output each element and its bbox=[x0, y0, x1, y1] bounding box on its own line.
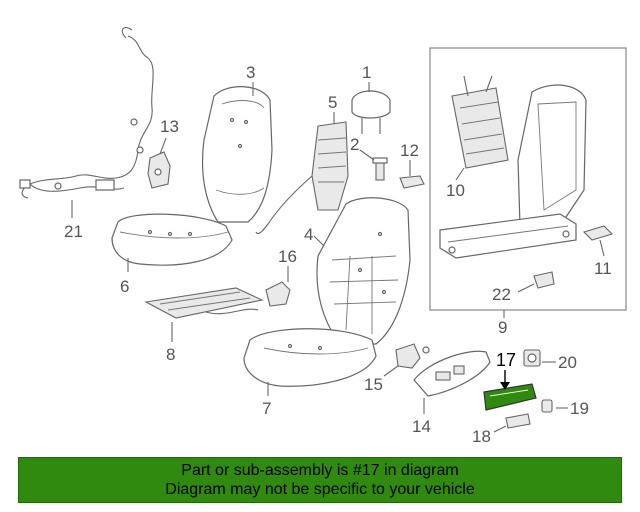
banner-line-2: Diagram may not be specific to your vehi… bbox=[165, 481, 475, 498]
headrest-guide-2 bbox=[372, 157, 388, 181]
cap-19 bbox=[541, 399, 553, 413]
callout-19[interactable]: 19 bbox=[570, 399, 589, 418]
info-banner: Part or sub-assembly is #17 in diagram D… bbox=[18, 457, 622, 503]
callout-20[interactable]: 20 bbox=[558, 353, 577, 372]
seat-frame-assembly-box bbox=[429, 47, 627, 311]
back-panel-10 bbox=[451, 75, 509, 169]
sensor-22 bbox=[533, 271, 555, 289]
bezel-18 bbox=[505, 413, 531, 429]
headrest-1 bbox=[351, 90, 391, 134]
callout-17[interactable]: 17 bbox=[496, 350, 516, 370]
cushion-spring-8 bbox=[144, 287, 264, 319]
callout-21[interactable]: 21 bbox=[64, 222, 83, 241]
seatback-pad-4 bbox=[316, 197, 411, 345]
bracket-15 bbox=[395, 343, 430, 369]
callout-2[interactable]: 2 bbox=[350, 135, 359, 154]
cushion-cover-6 bbox=[111, 213, 233, 266]
bracket-13 bbox=[147, 151, 171, 189]
callout-8[interactable]: 8 bbox=[166, 345, 175, 364]
callout-15[interactable]: 15 bbox=[364, 375, 383, 394]
back-spring-5 bbox=[255, 121, 349, 235]
bracket-16 bbox=[265, 281, 291, 307]
callout-11[interactable]: 11 bbox=[594, 259, 612, 278]
banner-line-1: Part or sub-assembly is #17 in diagram bbox=[181, 462, 459, 479]
callout-1[interactable]: 1 bbox=[362, 63, 371, 82]
callout-12[interactable]: 12 bbox=[400, 141, 419, 160]
side-trim-14 bbox=[413, 350, 491, 397]
wire-harness-21 bbox=[19, 27, 154, 199]
callout-3[interactable]: 3 bbox=[246, 63, 255, 82]
callout-16[interactable]: 16 bbox=[278, 247, 297, 266]
knob-20 bbox=[523, 349, 541, 367]
callout-7[interactable]: 7 bbox=[262, 399, 271, 418]
callout-5[interactable]: 5 bbox=[328, 93, 337, 112]
callout-9[interactable]: 9 bbox=[498, 318, 507, 337]
cover-12 bbox=[399, 175, 425, 189]
callout-4[interactable]: 4 bbox=[304, 225, 313, 244]
cushion-pad-7 bbox=[243, 328, 377, 387]
callout-22[interactable]: 22 bbox=[492, 285, 511, 304]
callout-18[interactable]: 18 bbox=[472, 427, 491, 446]
callout-6[interactable]: 6 bbox=[120, 277, 129, 296]
callout-14[interactable]: 14 bbox=[412, 417, 431, 436]
trim-cover-11 bbox=[582, 225, 614, 241]
callout-10[interactable]: 10 bbox=[446, 181, 465, 200]
seatback-cover-3 bbox=[201, 86, 273, 223]
seat-frame-9 bbox=[439, 84, 587, 259]
switch-17-highlighted[interactable] bbox=[483, 383, 537, 411]
callout-13[interactable]: 13 bbox=[160, 117, 179, 136]
